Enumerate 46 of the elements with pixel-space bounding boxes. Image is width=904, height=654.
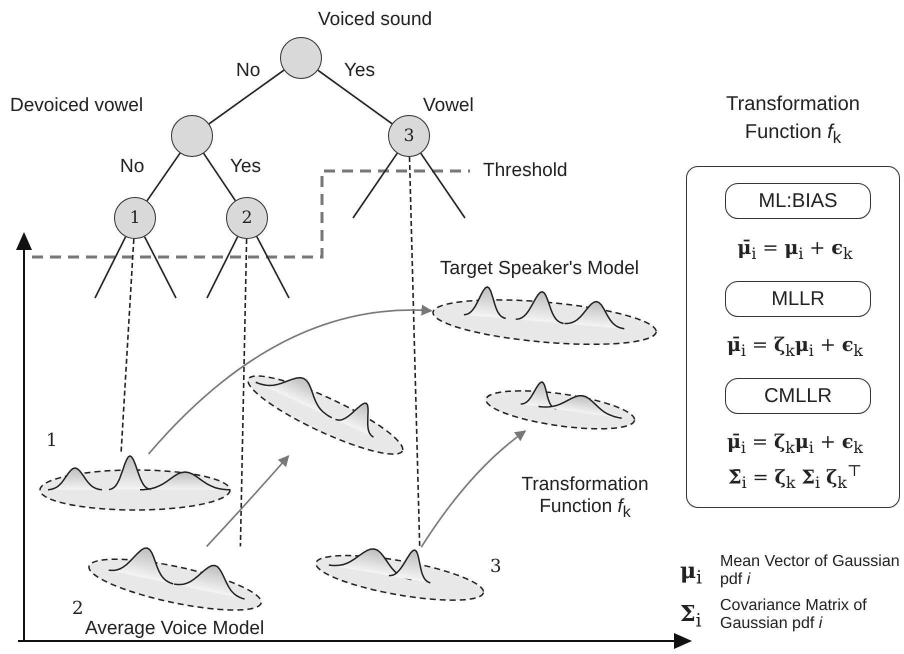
node-label: Voiced sound [318,8,432,32]
function-label: Transformation Function f$_{k}$ [520,474,650,523]
dashed-connector [240,238,248,546]
tree-branch [420,152,466,218]
panel-title: Transformation Function f$_{k}$ [725,92,861,149]
equation: μ̄$_{i}$ = ζ$_{k}$μ$_{i}$ + ϵ$_{k}$ [726,334,864,362]
equation: μ̄$_{i}$ = ζ$_{k}$μ$_{i}$ + ϵ$_{k}$ [726,431,864,459]
cluster-ellipse [431,284,659,346]
tree-branch [94,236,126,298]
cluster-ellipse [484,380,636,431]
node-label: Vowel [423,94,474,118]
symbol: Σ$_{i}$ [680,603,702,632]
cluster-ellipse [86,546,264,612]
cluster-ellipse [38,454,232,512]
method-box: ML:BIAS [725,183,871,219]
tree-branch [144,236,177,298]
arrow [206,455,290,547]
model-title: Average Voice Model [85,618,264,640]
cluster-number: 3 [490,556,502,577]
cluster-ellipse [314,547,486,602]
model-title: Target Speaker's Model [440,258,640,280]
tree-branch [203,152,236,202]
tree-node-circle: 3 [388,115,430,157]
method-box: CMLLR [725,378,871,414]
dashed-connector [120,238,135,454]
dashed-connector [408,156,420,548]
cluster-ellipse [246,374,404,456]
legend-text: Mean Vector of Gaussian pdf i [720,553,900,589]
symbol: μ$_{i}$ [680,560,702,590]
cluster-number: 1 [46,430,58,451]
tree-node-circle: 1 [114,197,156,239]
equation: μ̄$_{i}$ = μ$_{i}$ + ϵ$_{k}$ [736,237,854,265]
tree-branch [352,152,398,218]
tree-branch [318,70,392,124]
threshold-label: Threshold [483,160,568,182]
arrow [420,430,526,548]
cluster-number: 2 [72,598,84,619]
node-label: Devoiced vowel [10,94,144,118]
tree-branch [256,236,290,298]
tree-branch [146,152,181,202]
tree-node-circle: 2 [226,197,268,239]
legend-text: Covariance Matrix of Gaussian pdf i [720,597,868,633]
tree-branch [206,236,238,298]
arrow [148,305,432,455]
method-box: MLLR [725,281,871,317]
tree-branch [208,70,284,124]
